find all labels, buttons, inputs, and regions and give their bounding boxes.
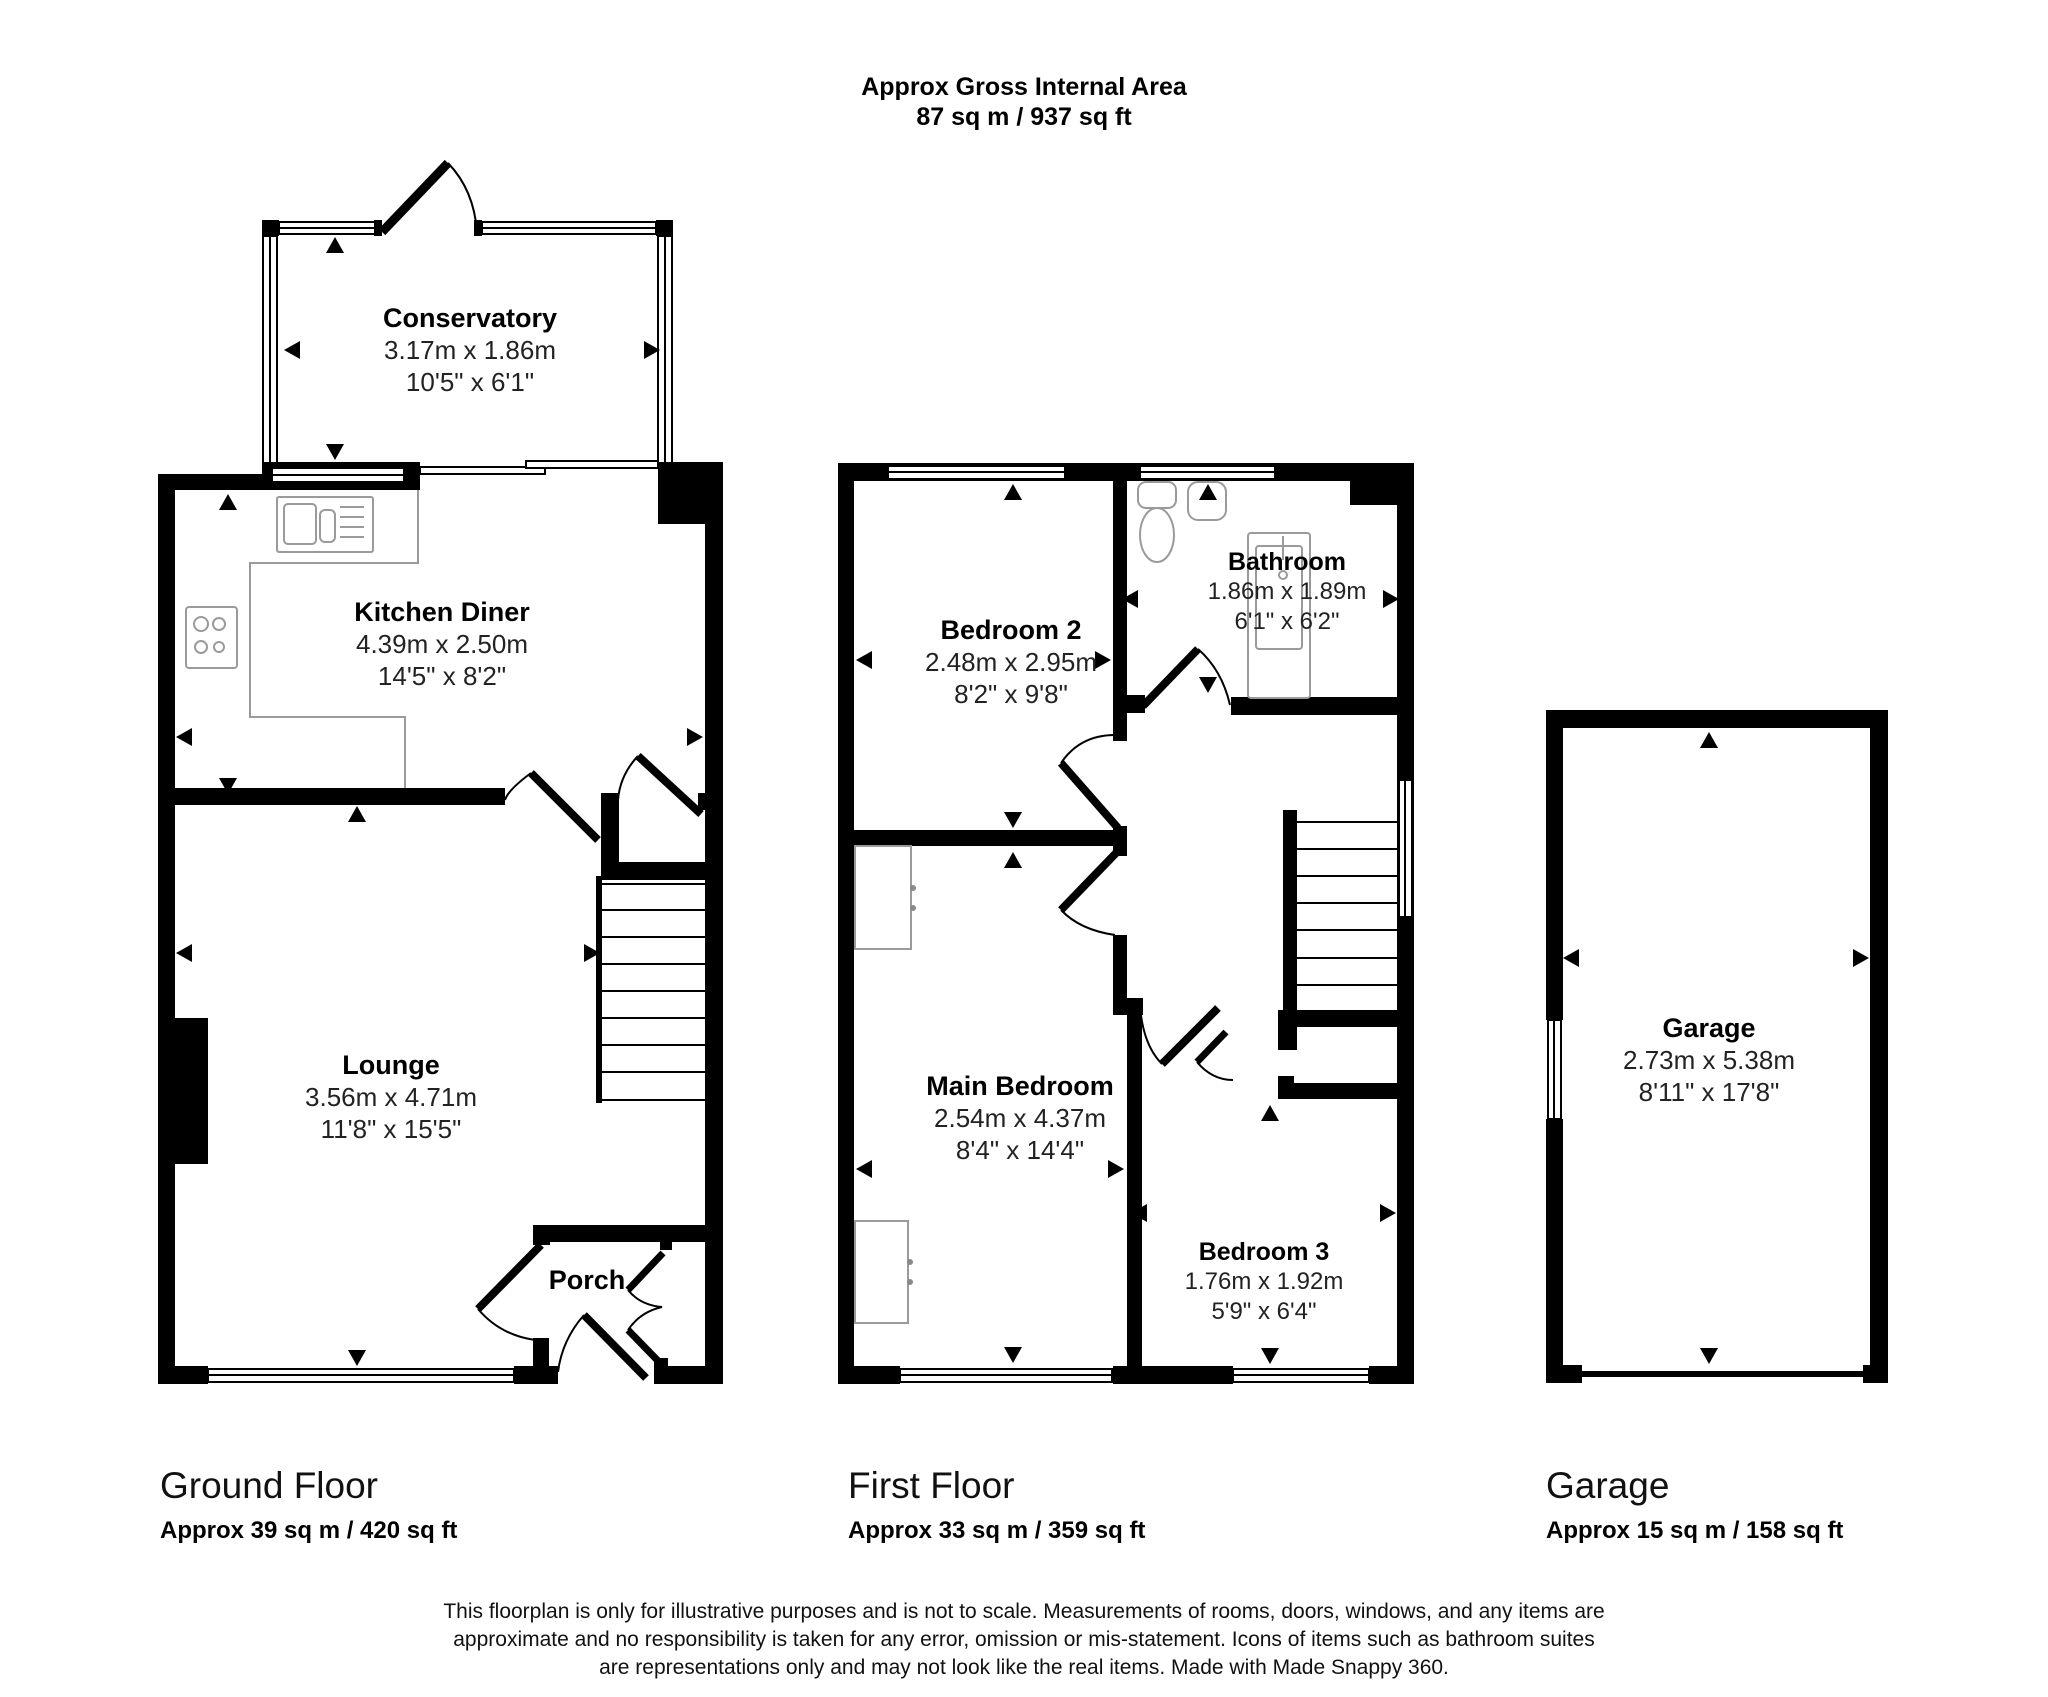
gross-internal-area-header: Approx Gross Internal Area 87 sq m / 937… — [0, 72, 2048, 132]
toilet-icon — [1139, 507, 1175, 563]
room-name: Garage — [1662, 1013, 1756, 1043]
sink-icon — [276, 496, 374, 553]
disclaimer-line: approximate and no responsibility is tak… — [453, 1628, 1595, 1651]
room-imperial: 10'5" x 6'1" — [405, 367, 535, 397]
room-conservatory: Conservatory 3.17m x 1.86m 10'5" x 6'1" — [383, 302, 557, 398]
floor-name: Ground Floor — [160, 1465, 378, 1506]
hob-icon — [185, 606, 238, 669]
disclaimer: This floorplan is only for illustrative … — [0, 1598, 2048, 1682]
room-metric: 3.56m x 4.71m — [305, 1082, 477, 1112]
floor-label-ground: Ground Floor Approx 39 sq m / 420 sq ft — [160, 1464, 457, 1546]
floor-area: Approx 15 sq m / 158 sq ft — [1546, 1517, 1844, 1544]
room-name: Lounge — [342, 1050, 440, 1080]
wardrobes — [854, 845, 912, 1324]
garage-plan — [1546, 710, 1888, 1383]
room-metric: 2.48m x 2.95m — [925, 647, 1097, 677]
room-imperial: 8'2" x 9'8" — [954, 679, 1068, 709]
ground-floor-walls — [158, 460, 723, 1384]
room-name: Conservatory — [382, 303, 558, 333]
room-garage: Garage 2.73m x 5.38m 8'11" x 17'8" — [1623, 1012, 1795, 1108]
floor-name: Garage — [1546, 1465, 1670, 1506]
room-name: Bedroom 3 — [1198, 1238, 1330, 1266]
floor-name: First Floor — [848, 1465, 1015, 1506]
bathroom-fixtures — [1137, 481, 1311, 699]
gross-area-value: 87 sq m / 937 sq ft — [916, 103, 1132, 131]
room-kitchen-diner: Kitchen Diner 4.39m x 2.50m 14'5" x 8'2" — [354, 596, 530, 692]
first-floor-plan — [838, 463, 1414, 1384]
room-metric: 2.73m x 5.38m — [1623, 1045, 1795, 1075]
conservatory-walls — [262, 159, 673, 465]
bath-icon — [1247, 532, 1311, 699]
floor-area: Approx 33 sq m / 359 sq ft — [848, 1517, 1146, 1544]
room-main-bedroom: Main Bedroom 2.54m x 4.37m 8'4" x 14'4" — [926, 1070, 1114, 1166]
room-imperial: 14'5" x 8'2" — [377, 661, 507, 691]
floor-label-garage: Garage Approx 15 sq m / 158 sq ft — [1546, 1464, 1843, 1546]
room-imperial: 8'4" x 14'4" — [955, 1135, 1085, 1165]
room-bathroom: Bathroom 1.86m x 1.89m 6'1" x 6'2" — [1208, 547, 1367, 637]
first-floor-doors — [1057, 646, 1234, 1081]
first-floor-windows — [887, 465, 1413, 1383]
first-floor-stairs — [1297, 821, 1397, 986]
disclaimer-line: are representations only and may not loo… — [599, 1656, 1449, 1679]
room-bedroom-3: Bedroom 3 1.76m x 1.92m 5'9" x 6'4" — [1185, 1237, 1344, 1327]
room-imperial: 11'8" x 15'5" — [320, 1114, 462, 1144]
disclaimer-line: This floorplan is only for illustrative … — [443, 1600, 1605, 1623]
room-lounge: Lounge 3.56m x 4.71m 11'8" x 15'5" — [305, 1049, 477, 1145]
ground-floor-plan — [158, 159, 723, 1384]
garage-door — [1582, 1371, 1863, 1377]
room-metric: 4.39m x 2.50m — [356, 629, 528, 659]
room-metric: 1.86m x 1.89m — [1207, 578, 1367, 605]
floor-area: Approx 39 sq m / 420 sq ft — [160, 1517, 458, 1544]
wardrobe-handles — [907, 885, 916, 1285]
room-metric: 1.76m x 1.92m — [1184, 1268, 1344, 1295]
gross-area-title: Approx Gross Internal Area — [861, 73, 1187, 101]
floor-label-first: First Floor Approx 33 sq m / 359 sq ft — [848, 1464, 1145, 1546]
porch-doors — [475, 1242, 666, 1381]
room-porch: Porch — [549, 1264, 626, 1296]
room-name: Kitchen Diner — [354, 597, 530, 627]
room-name: Main Bedroom — [926, 1071, 1114, 1101]
room-imperial: 8'11" x 17'8" — [1638, 1077, 1780, 1107]
room-name: Bedroom 2 — [940, 615, 1082, 645]
room-imperial: 5'9" x 6'4" — [1211, 1298, 1317, 1325]
kitchen-doors — [504, 753, 704, 843]
room-bedroom-2: Bedroom 2 2.48m x 2.95m 8'2" x 9'8" — [925, 614, 1097, 710]
toilet-cistern-icon — [1137, 481, 1177, 509]
ground-floor-stairs — [602, 883, 705, 1101]
garage-walls — [1546, 710, 1888, 1383]
room-name: Bathroom — [1227, 548, 1347, 576]
kitchen-fittings — [185, 490, 419, 788]
room-metric: 3.17m x 1.86m — [384, 335, 556, 365]
room-imperial: 6'1" x 6'2" — [1234, 608, 1340, 635]
basin-icon — [1187, 481, 1227, 521]
room-metric: 2.54m x 4.37m — [934, 1103, 1106, 1133]
room-name: Porch — [548, 1265, 626, 1295]
